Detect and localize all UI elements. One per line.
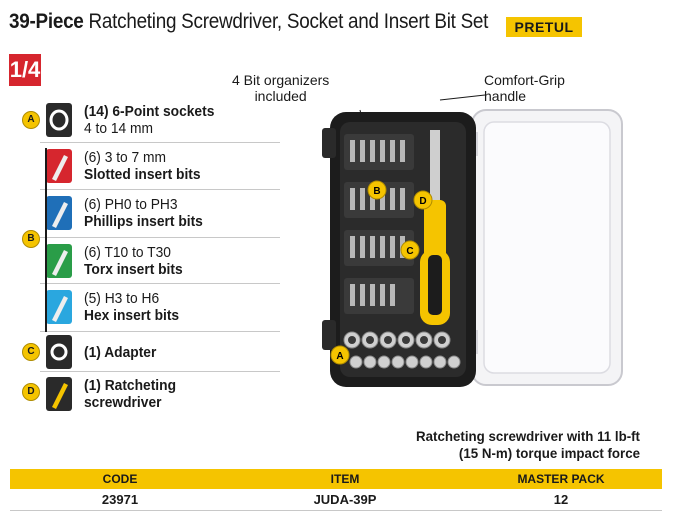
page-title: 39-Piece Ratcheting Screwdriver, Socket … <box>9 10 488 34</box>
ratchet-screwdriver-icon <box>46 377 72 411</box>
brand-logo: PRETUL <box>506 17 582 37</box>
badge-c: C <box>22 343 40 361</box>
item-label: (1) Adapter <box>84 344 157 361</box>
item-detail: 4 to 14 mm <box>84 120 154 137</box>
cell-item: JUDA-39P <box>313 492 377 507</box>
item-label: (6) 3 to 7 mm <box>84 149 167 166</box>
badge-a: A <box>22 111 40 129</box>
callout-bit-organizers: 4 Bit organizers included <box>232 72 330 104</box>
product-image: B D C A <box>322 94 623 387</box>
header-item: ITEM <box>330 472 360 486</box>
torque-caption: Ratcheting screwdriver with 11 lb-ft (15… <box>416 428 640 461</box>
bits-group-bracket <box>45 148 51 332</box>
item-label: (6) PH0 to PH3 <box>84 196 178 213</box>
item-detail: Phillips insert bits <box>84 213 203 230</box>
phillips-bit-icon <box>46 196 72 230</box>
hex-bit-icon <box>46 290 72 324</box>
product-badge-a: A <box>336 351 343 362</box>
product-badge-d: D <box>419 196 426 207</box>
header-master-pack: MASTER PACK <box>517 472 605 486</box>
drive-size-badge: 1/4 <box>9 54 41 86</box>
torx-bit-icon <box>46 244 72 278</box>
item-row-adapter: (1) Adapter <box>40 332 280 372</box>
product-badge-c: C <box>406 246 413 257</box>
item-label: (1) Ratcheting <box>84 377 177 394</box>
socket-icon <box>46 103 72 137</box>
badge-d: D <box>22 383 40 401</box>
header-code: CODE <box>102 472 138 486</box>
item-label: (14) 6-Point sockets <box>84 103 215 120</box>
slotted-bit-icon <box>46 149 72 183</box>
title-piece-count: 39-Piece <box>9 10 84 33</box>
item-detail: Torx insert bits <box>84 261 183 278</box>
product-info-table: CODE ITEM MASTER PACK 23971 JUDA-39P 12 <box>10 469 662 511</box>
badge-b: B <box>22 230 40 248</box>
item-detail: screwdriver <box>84 394 162 411</box>
item-label: (6) T10 to T30 <box>84 244 171 261</box>
product-badge-b: B <box>373 186 380 197</box>
title-description: Ratcheting Screwdriver, Socket and Inser… <box>83 10 489 33</box>
table-row: 23971 JUDA-39P 12 <box>10 489 662 511</box>
cell-code: 23971 <box>101 492 139 507</box>
item-detail: Slotted insert bits <box>84 166 201 183</box>
cell-master-pack: 12 <box>553 492 569 507</box>
item-detail: Hex insert bits <box>84 307 180 324</box>
item-label: (5) H3 to H6 <box>84 290 160 307</box>
adapter-icon <box>46 335 72 369</box>
callout-comfort-grip: Comfort-Grip handle <box>484 72 565 104</box>
table-header: CODE ITEM MASTER PACK <box>10 469 662 489</box>
